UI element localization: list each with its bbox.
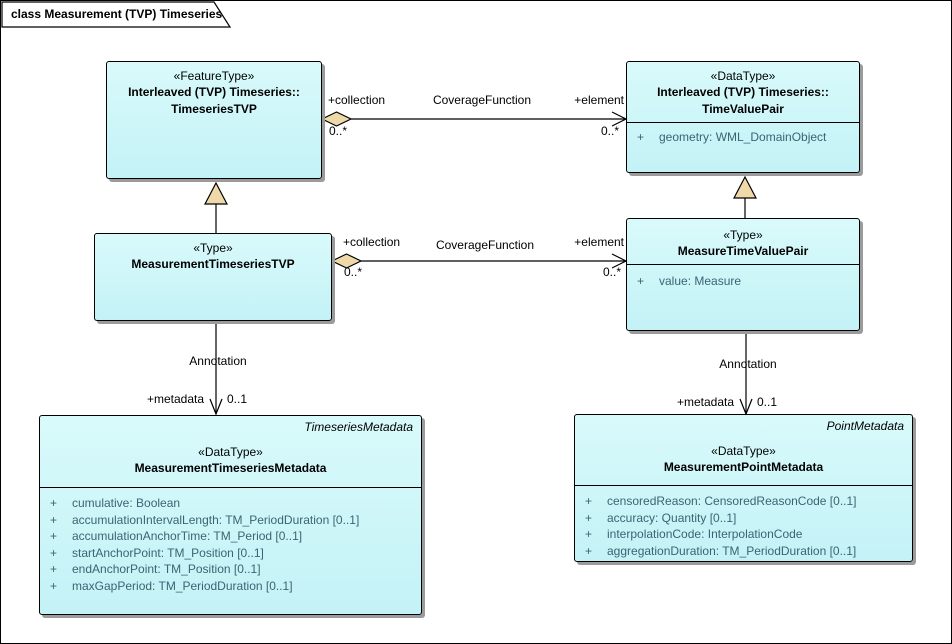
attribute-row: + accumulationIntervalLength: TM_PeriodDu… bbox=[40, 512, 421, 529]
class-header: TimeseriesMetadata «DataType» Measuremen… bbox=[40, 416, 421, 488]
attribute-row: + geometry: WML_DomainObject bbox=[627, 129, 859, 146]
attribute-row: + cumulative: Boolean bbox=[40, 495, 421, 512]
class-name: TimeValuePair bbox=[702, 102, 784, 116]
open-v-arrowhead-icon bbox=[209, 398, 223, 416]
attribute-visibility: + bbox=[637, 274, 645, 288]
attribute-row: + interpolationCode: InterpolationCode bbox=[575, 526, 912, 543]
metadata-multiplicity: 0..1 bbox=[757, 395, 778, 409]
aggregation-diamond-icon bbox=[330, 253, 363, 269]
attributes-compartment: + cumulative: Boolean + accumulationInterva… bbox=[40, 488, 421, 594]
attributes-compartment: + censoredReason: CensoredReasonCode [0..… bbox=[575, 486, 912, 559]
class-measure-time-value-pair[interactable]: «Type» MeasureTimeValuePair + value: Meas… bbox=[626, 218, 860, 331]
frame-title-tab bbox=[1, 1, 232, 28]
attribute-row: + censoredReason: CensoredReasonCode [0..… bbox=[575, 493, 912, 510]
attribute-visibility: + bbox=[585, 543, 593, 558]
target-multiplicity: 0..* bbox=[602, 265, 621, 279]
class-header: PointMetadata «DataType» MeasurementPoin… bbox=[575, 415, 912, 486]
target-role-label: +element bbox=[574, 93, 624, 107]
diagram-frame-title: class Measurement (TVP) Timeseries bbox=[11, 7, 223, 21]
annotation-link-left bbox=[209, 321, 223, 416]
attribute-text: censoredReason: CensoredReasonCode [0..1… bbox=[607, 494, 857, 508]
stereotype-label: «FeatureType» bbox=[173, 69, 255, 83]
attribute-visibility: + bbox=[50, 529, 58, 543]
attribute-text: value: Measure bbox=[659, 274, 742, 288]
attributes-compartment: + geometry: WML_DomainObject bbox=[627, 123, 859, 146]
attribute-row: + accumulationAnchorTime: TM_Period [0..1… bbox=[40, 528, 421, 545]
association-coverage-top bbox=[320, 111, 628, 127]
stereotype-label: «Type» bbox=[723, 228, 763, 242]
attribute-row: + accuracy: Quantity [0..1] bbox=[575, 510, 912, 527]
class-name: Interleaved (TVP) Timeseries:: bbox=[128, 85, 300, 99]
source-role-label: +collection bbox=[328, 93, 386, 107]
class-name: MeasurementTimeseriesMetadata bbox=[134, 461, 327, 475]
metadata-role-label: +metadata bbox=[676, 395, 734, 409]
class-header: «DataType» Interleaved (TVP) Timeseries:… bbox=[627, 62, 859, 123]
attribute-text: endAnchorPoint: TM_Position [0..1] bbox=[72, 562, 261, 576]
attribute-text: startAnchorPoint: TM_Position [0..1] bbox=[72, 545, 264, 560]
attribute-visibility: + bbox=[50, 512, 58, 527]
attribute-text: geometry: WML_DomainObject bbox=[659, 130, 827, 144]
class-header: «Type» MeasurementTimeseriesTVP bbox=[95, 234, 331, 273]
attribute-row: + endAnchorPoint: TM_Position [0..1] bbox=[40, 561, 421, 578]
class-time-value-pair[interactable]: «DataType» Interleaved (TVP) Timeseries:… bbox=[626, 61, 860, 173]
attributes-compartment: + value: Measure bbox=[627, 265, 859, 290]
class-header: «FeatureType» Interleaved (TVP) Timeseri… bbox=[107, 62, 321, 118]
attribute-visibility: + bbox=[50, 545, 58, 560]
target-role-label: +element bbox=[574, 235, 624, 249]
class-measurement-timeseries-tvp[interactable]: «Type» MeasurementTimeseriesTVP bbox=[94, 233, 332, 321]
metadata-role-label: +metadata bbox=[146, 392, 204, 406]
attribute-text: aggregationDuration: TM_PeriodDuration [… bbox=[607, 543, 857, 558]
attribute-visibility: + bbox=[50, 578, 58, 593]
stereotype-label: «Type» bbox=[193, 241, 233, 255]
attribute-text: accumulationAnchorTime: TM_Period [0..1] bbox=[72, 529, 303, 543]
stereotype-label: «DataType» bbox=[710, 69, 776, 83]
stereotype-label: «DataType» bbox=[711, 444, 776, 458]
class-name: MeasureTimeValuePair bbox=[677, 244, 809, 258]
generalization-right bbox=[733, 175, 757, 218]
annotation-name: Annotation bbox=[719, 357, 777, 371]
source-multiplicity: 0..* bbox=[344, 265, 363, 279]
aggregation-diamond-icon bbox=[320, 111, 353, 127]
source-multiplicity: 0..* bbox=[329, 124, 348, 138]
annotation-link-right bbox=[739, 331, 753, 416]
association-name: CoverageFunction bbox=[435, 238, 535, 252]
classifier-tag-label: TimeseriesMetadata bbox=[304, 420, 413, 434]
class-measurement-timeseries-metadata[interactable]: TimeseriesMetadata «DataType» Measuremen… bbox=[39, 415, 422, 615]
attribute-visibility: + bbox=[585, 494, 593, 508]
attribute-visibility: + bbox=[585, 527, 593, 541]
class-name: MeasurementPointMetadata bbox=[663, 460, 824, 474]
stereotype-label: «DataType» bbox=[198, 445, 263, 459]
class-timeseries-tvp[interactable]: «FeatureType» Interleaved (TVP) Timeseri… bbox=[106, 61, 322, 179]
metadata-multiplicity: 0..1 bbox=[227, 392, 248, 406]
association-name: CoverageFunction bbox=[432, 93, 532, 107]
attribute-text: accuracy: Quantity [0..1] bbox=[607, 510, 737, 525]
class-name: MeasurementTimeseriesTVP bbox=[131, 257, 295, 271]
attribute-visibility: + bbox=[637, 130, 645, 144]
annotation-name: Annotation bbox=[189, 354, 247, 368]
class-header: «Type» MeasureTimeValuePair bbox=[627, 219, 859, 265]
classifier-tag-label: PointMetadata bbox=[826, 419, 904, 433]
attribute-visibility: + bbox=[50, 562, 58, 576]
attribute-row: + maxGapPeriod: TM_PeriodDuration [0..1] bbox=[40, 578, 421, 595]
class-name: TimeseriesTVP bbox=[171, 102, 257, 116]
attribute-text: maxGapPeriod: TM_PeriodDuration [0..1] bbox=[72, 578, 293, 593]
generalization-left bbox=[204, 181, 228, 233]
generalization-triangle-icon bbox=[204, 181, 228, 205]
class-name: Interleaved (TVP) Timeseries:: bbox=[657, 85, 829, 99]
target-multiplicity: 0..* bbox=[600, 124, 619, 138]
attribute-row: + startAnchorPoint: TM_Position [0..1] bbox=[40, 545, 421, 562]
attribute-row: + aggregationDuration: TM_PeriodDuration … bbox=[575, 543, 912, 560]
class-measurement-point-metadata[interactable]: PointMetadata «DataType» MeasurementPoin… bbox=[574, 414, 913, 562]
attribute-text: accumulationIntervalLength: TM_PeriodDur… bbox=[72, 512, 360, 527]
source-role-label: +collection bbox=[343, 235, 401, 249]
attribute-visibility: + bbox=[50, 496, 58, 510]
generalization-triangle-icon bbox=[733, 175, 757, 199]
attribute-text: cumulative: Boolean bbox=[72, 496, 181, 510]
attribute-visibility: + bbox=[585, 510, 593, 525]
attribute-text: interpolationCode: InterpolationCode bbox=[607, 527, 803, 541]
attribute-row: + value: Measure bbox=[627, 273, 859, 290]
association-coverage-mid bbox=[330, 253, 628, 269]
